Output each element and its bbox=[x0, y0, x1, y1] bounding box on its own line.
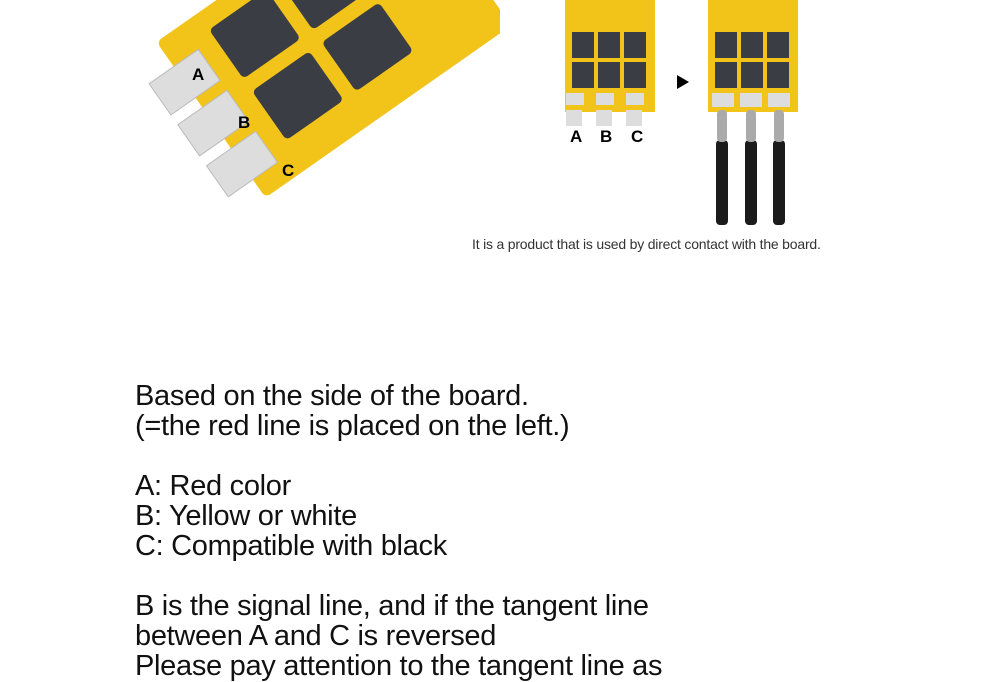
pad-label-b: B bbox=[238, 113, 250, 132]
text-line: B is the signal line, and if the tangent… bbox=[135, 590, 649, 622]
text-line: C: Compatible with black bbox=[135, 530, 447, 562]
text-line: (=the red line is placed on the left.) bbox=[135, 410, 570, 442]
arrow-right-icon bbox=[677, 75, 689, 89]
pad-label-a: A bbox=[192, 65, 204, 84]
description-text: Based on the side of the board. (=the re… bbox=[135, 380, 663, 682]
pad-label-c: C bbox=[631, 127, 643, 146]
board-closeup-image: A B C bbox=[148, 0, 500, 198]
image-caption: It is a product that is used by direct c… bbox=[472, 236, 821, 252]
text-line: Based on the side of the board. bbox=[135, 380, 529, 412]
text-line: B: Yellow or white bbox=[135, 500, 357, 532]
pad-label-a: A bbox=[570, 127, 582, 146]
text-line: A: Red color bbox=[135, 470, 291, 502]
pad-label-b: B bbox=[600, 127, 612, 146]
text-line: Please pay attention to the tangent line… bbox=[135, 650, 663, 682]
board-wiring-image: A B C bbox=[565, 0, 798, 225]
pad-label-c: C bbox=[282, 161, 294, 180]
text-line: between A and C is reversed bbox=[135, 620, 497, 652]
